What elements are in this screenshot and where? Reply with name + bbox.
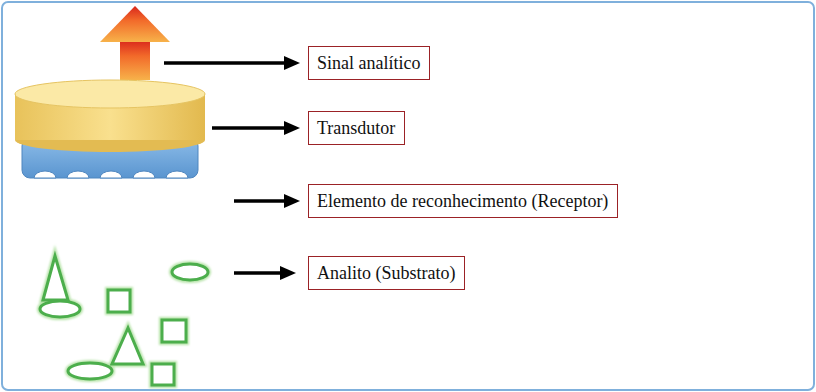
receptor-site: [133, 171, 155, 178]
label-text: Analito (Substrato): [317, 261, 456, 285]
receptor-site: [67, 171, 89, 178]
analyte-label-box: Analito (Substrato): [308, 256, 465, 290]
signal-arrow: [100, 6, 170, 80]
analyte-shapes: [40, 256, 208, 385]
receptor-site: [34, 171, 56, 178]
transducer-cylinder: [15, 80, 205, 152]
transducer-label-box: Transdutor: [308, 111, 405, 145]
receptor-site: [100, 171, 122, 178]
receptor-label-box: Elemento de reconhecimento (Receptor): [308, 184, 618, 218]
receptor-site: [166, 171, 188, 178]
label-text: Sinal analítico: [317, 51, 421, 75]
leader-arrows: [164, 56, 300, 280]
label-text: Transdutor: [317, 116, 396, 140]
signal-label-box: Sinal analítico: [308, 46, 430, 80]
label-text: Elemento de reconhecimento (Receptor): [317, 189, 609, 213]
